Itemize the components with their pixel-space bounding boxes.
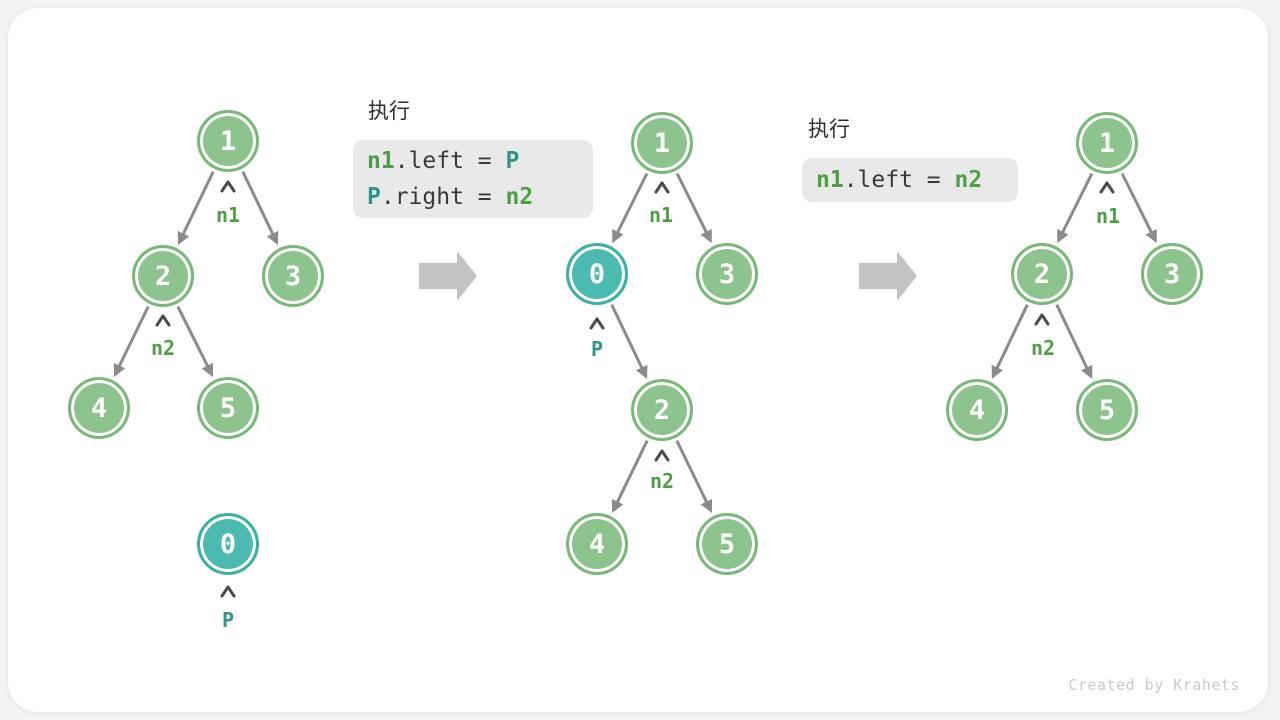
tree3-node-3: 3 xyxy=(1141,243,1203,305)
edge-2-5 xyxy=(1055,304,1093,379)
code-var: n2 xyxy=(505,184,534,210)
code-text: .left = xyxy=(843,167,955,193)
code-block-2: n1.left = n2 xyxy=(802,158,1018,202)
exec-title-2: 执行 xyxy=(808,118,850,141)
tree1-node-3: 3 xyxy=(262,245,324,307)
transition-arrow-1-icon xyxy=(419,251,477,301)
edge-0-2 xyxy=(610,304,648,379)
tree3-node-2: 2 xyxy=(1011,243,1073,305)
tree3-node-5: 5 xyxy=(1076,379,1138,441)
tree2-edges xyxy=(610,172,713,513)
tree2-node-2: 2 xyxy=(631,379,693,441)
edge-1-2 xyxy=(1057,172,1094,244)
edge-2-4 xyxy=(991,304,1029,379)
tree1-edges xyxy=(113,170,279,377)
tree2-node-3: 3 xyxy=(696,243,758,305)
code-var: P xyxy=(505,148,520,174)
caret-n2-tree2-icon xyxy=(654,449,670,462)
exec-title-1: 执行 xyxy=(368,100,410,123)
tree1-node-4: 4 xyxy=(68,377,130,439)
code-line: n1.left = n2 xyxy=(816,162,1004,198)
code-block-1: n1.left = P P.right = n2 xyxy=(353,140,593,218)
tree3-node-4: 4 xyxy=(946,379,1008,441)
edge-2-5 xyxy=(176,305,214,377)
caret-p-tree2-icon xyxy=(589,317,605,330)
edge-1-3 xyxy=(1120,172,1157,244)
caret-n2-tree3-icon xyxy=(1034,313,1050,326)
transition-arrow-2-icon xyxy=(859,251,917,301)
tree2-node-5: 5 xyxy=(696,513,758,575)
code-var: n1 xyxy=(816,167,844,193)
pointer-carets xyxy=(155,180,1115,598)
tree2-node-4: 4 xyxy=(566,513,628,575)
edge-1-0 xyxy=(612,172,649,244)
edge-1-3 xyxy=(241,170,279,245)
tree3-node-1: 1 xyxy=(1076,112,1138,174)
tree1-label-n1: n1 xyxy=(215,203,241,227)
edge-2-4 xyxy=(611,439,649,513)
tree2-label-n1: n1 xyxy=(648,203,674,227)
edge-2-5 xyxy=(675,439,713,513)
edge-1-2 xyxy=(177,170,215,245)
code-text: .right = xyxy=(380,184,506,210)
tree2-node-0: 0 xyxy=(566,243,628,305)
code-line: n1.left = P xyxy=(367,143,579,179)
caret-n1-tree2-icon xyxy=(654,181,670,194)
watermark: Created by Krahets xyxy=(1068,676,1240,694)
tree1-label-p: P xyxy=(221,608,235,632)
tree2-node-1: 1 xyxy=(631,112,693,174)
code-var: n2 xyxy=(954,167,983,193)
caret-p-tree1-icon xyxy=(220,585,236,598)
caret-n1-tree3-icon xyxy=(1099,181,1115,194)
tree1-node-1: 1 xyxy=(197,110,259,172)
code-var: P xyxy=(367,184,381,210)
tree3-edges xyxy=(991,172,1157,379)
caret-n1-tree1-icon xyxy=(220,180,236,193)
tree2-label-n2: n2 xyxy=(649,469,675,493)
caret-n2-tree1-icon xyxy=(155,314,171,327)
code-text: .left = xyxy=(394,148,506,174)
tree2-label-p: P xyxy=(590,337,604,361)
edge-2-4 xyxy=(113,305,150,377)
code-var: n1 xyxy=(367,148,395,174)
edge-1-3 xyxy=(675,172,712,244)
tree1-node-5: 5 xyxy=(197,377,259,439)
tree3-label-n2: n2 xyxy=(1030,336,1056,360)
code-line: P.right = n2 xyxy=(367,179,579,215)
tree1-node-0-isolated: 0 xyxy=(197,513,259,575)
tree1-label-n2: n2 xyxy=(150,336,176,360)
tree1-node-2: 2 xyxy=(132,245,194,307)
tree3-label-n1: n1 xyxy=(1095,204,1121,228)
